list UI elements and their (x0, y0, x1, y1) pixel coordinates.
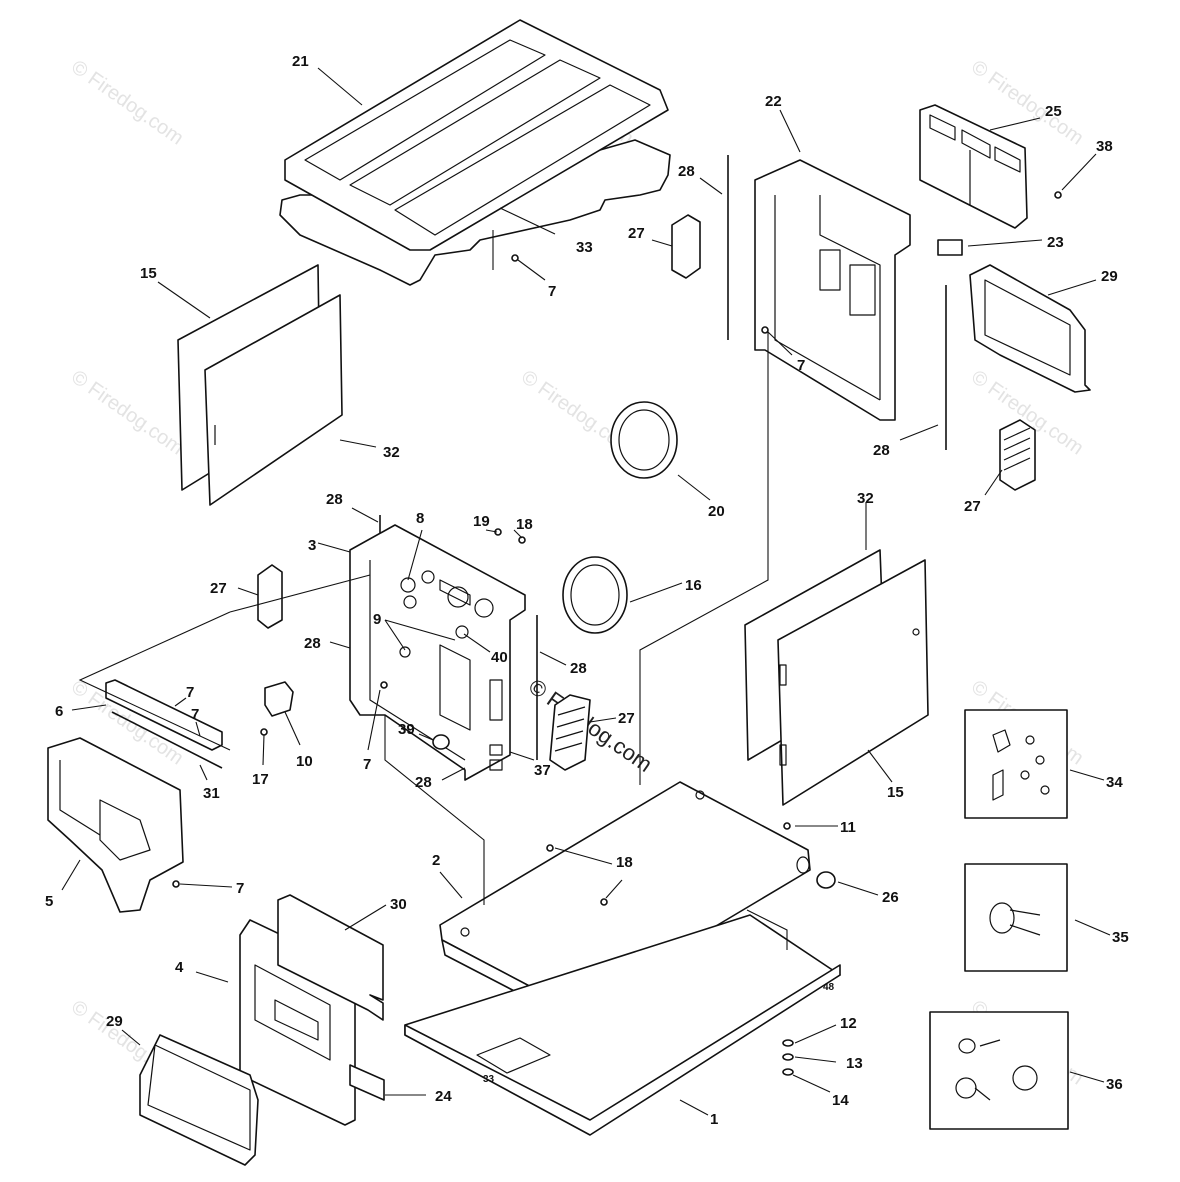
part-roof-lid (279, 19, 671, 286)
callout-30: 30 (390, 896, 407, 913)
part-plug-side (816, 871, 836, 889)
callout-40: 40 (491, 649, 508, 666)
part-small-cover (264, 681, 294, 717)
callout-13: 13 (846, 1055, 863, 1072)
part-plug (432, 734, 450, 750)
callout-37: 37 (534, 762, 551, 779)
callout-7: 7 (186, 684, 194, 701)
callout-3: 3 (308, 537, 316, 554)
part-kit-35 (964, 863, 1068, 972)
callout-7: 7 (191, 706, 199, 723)
callout-7: 7 (797, 357, 805, 374)
callout-28: 28 (304, 635, 321, 652)
callout-28: 28 (570, 660, 587, 677)
callout-34: 34 (1106, 774, 1123, 791)
leader-lines (61, 67, 1111, 1116)
part-side-panel-upper (177, 264, 343, 506)
watermark: © Firedog.com (67, 366, 187, 459)
part-base-plate: 33 48 (404, 914, 841, 1136)
callout-38: 38 (1096, 138, 1113, 155)
callout-2: 2 (432, 852, 440, 869)
callout-7: 7 (548, 283, 556, 300)
part-air-box (47, 737, 184, 913)
callout-11: 11 (840, 819, 856, 836)
callout-27: 27 (628, 225, 645, 242)
callout-23: 23 (1047, 234, 1064, 251)
callout-27: 27 (210, 580, 227, 597)
part-kit-34 (964, 709, 1068, 819)
callout-18: 18 (616, 854, 633, 871)
callout-25: 25 (1045, 103, 1062, 120)
watermark: © Firedog.com (67, 56, 187, 149)
callout-12: 12 (840, 1015, 857, 1032)
callout-5: 5 (45, 893, 53, 910)
callout-28: 28 (326, 491, 343, 508)
callout-8: 8 (416, 510, 424, 527)
callout-6: 6 (55, 703, 63, 720)
callout-16: 16 (685, 577, 702, 594)
callout-39: 39 (398, 721, 415, 738)
callout-7: 7 (363, 756, 371, 773)
callout-31: 31 (203, 785, 220, 802)
callout-29: 29 (106, 1013, 123, 1030)
part-ring-lower (562, 556, 628, 634)
callout-15: 15 (887, 784, 904, 801)
part-kit-36 (929, 1011, 1069, 1130)
callout-10: 10 (296, 753, 313, 770)
callout-14: 14 (832, 1092, 849, 1109)
callout-15: 15 (140, 265, 157, 282)
base-front-label: 33 (483, 1074, 495, 1085)
callout-19: 19 (473, 513, 490, 530)
part-latch-left (257, 564, 283, 629)
callout-35: 35 (1112, 929, 1129, 946)
base-side-label: 48 (823, 982, 835, 993)
callout-18: 18 (516, 516, 533, 533)
part-gasket-upper (277, 894, 384, 1021)
fasteners (172, 191, 1062, 1076)
callout-28: 28 (415, 774, 432, 791)
part-control-box (489, 744, 503, 771)
callout-29: 29 (1101, 268, 1118, 285)
callout-28: 28 (678, 163, 695, 180)
part-vent-center (549, 694, 591, 771)
callout-26: 26 (882, 889, 899, 906)
callout-32: 32 (383, 444, 400, 461)
callout-24: 24 (435, 1088, 452, 1105)
callout-22: 22 (765, 93, 782, 110)
callout-4: 4 (175, 959, 184, 976)
callout-27: 27 (964, 498, 981, 515)
callout-9: 9 (373, 611, 381, 628)
seal-strips (379, 155, 947, 760)
callout-36: 36 (1106, 1076, 1123, 1093)
part-bulkhead-bottom (139, 1034, 259, 1166)
callout-20: 20 (708, 503, 725, 520)
callout-27: 27 (618, 710, 635, 727)
part-gasket-lower (349, 1064, 385, 1101)
callout-17: 17 (252, 771, 269, 788)
part-small-plate (937, 239, 963, 256)
callout-1: 1 (710, 1111, 718, 1128)
part-ring-upper (610, 401, 678, 479)
callout-33: 33 (576, 239, 593, 256)
callout-28: 28 (873, 442, 890, 459)
part-latch-upper (671, 214, 701, 279)
part-rear-frame (754, 159, 911, 421)
callout-21: 21 (292, 53, 309, 70)
part-vent-right (999, 419, 1036, 491)
part-bulkhead-top (969, 264, 1091, 393)
callout-7: 7 (236, 880, 244, 897)
callout-32: 32 (857, 490, 874, 507)
callouts: 21 33 7 15 32 28 27 22 25 38 23 29 7 28 … (45, 53, 1129, 1128)
part-side-panel-right (744, 549, 929, 806)
part-rear-grille (919, 104, 1028, 229)
